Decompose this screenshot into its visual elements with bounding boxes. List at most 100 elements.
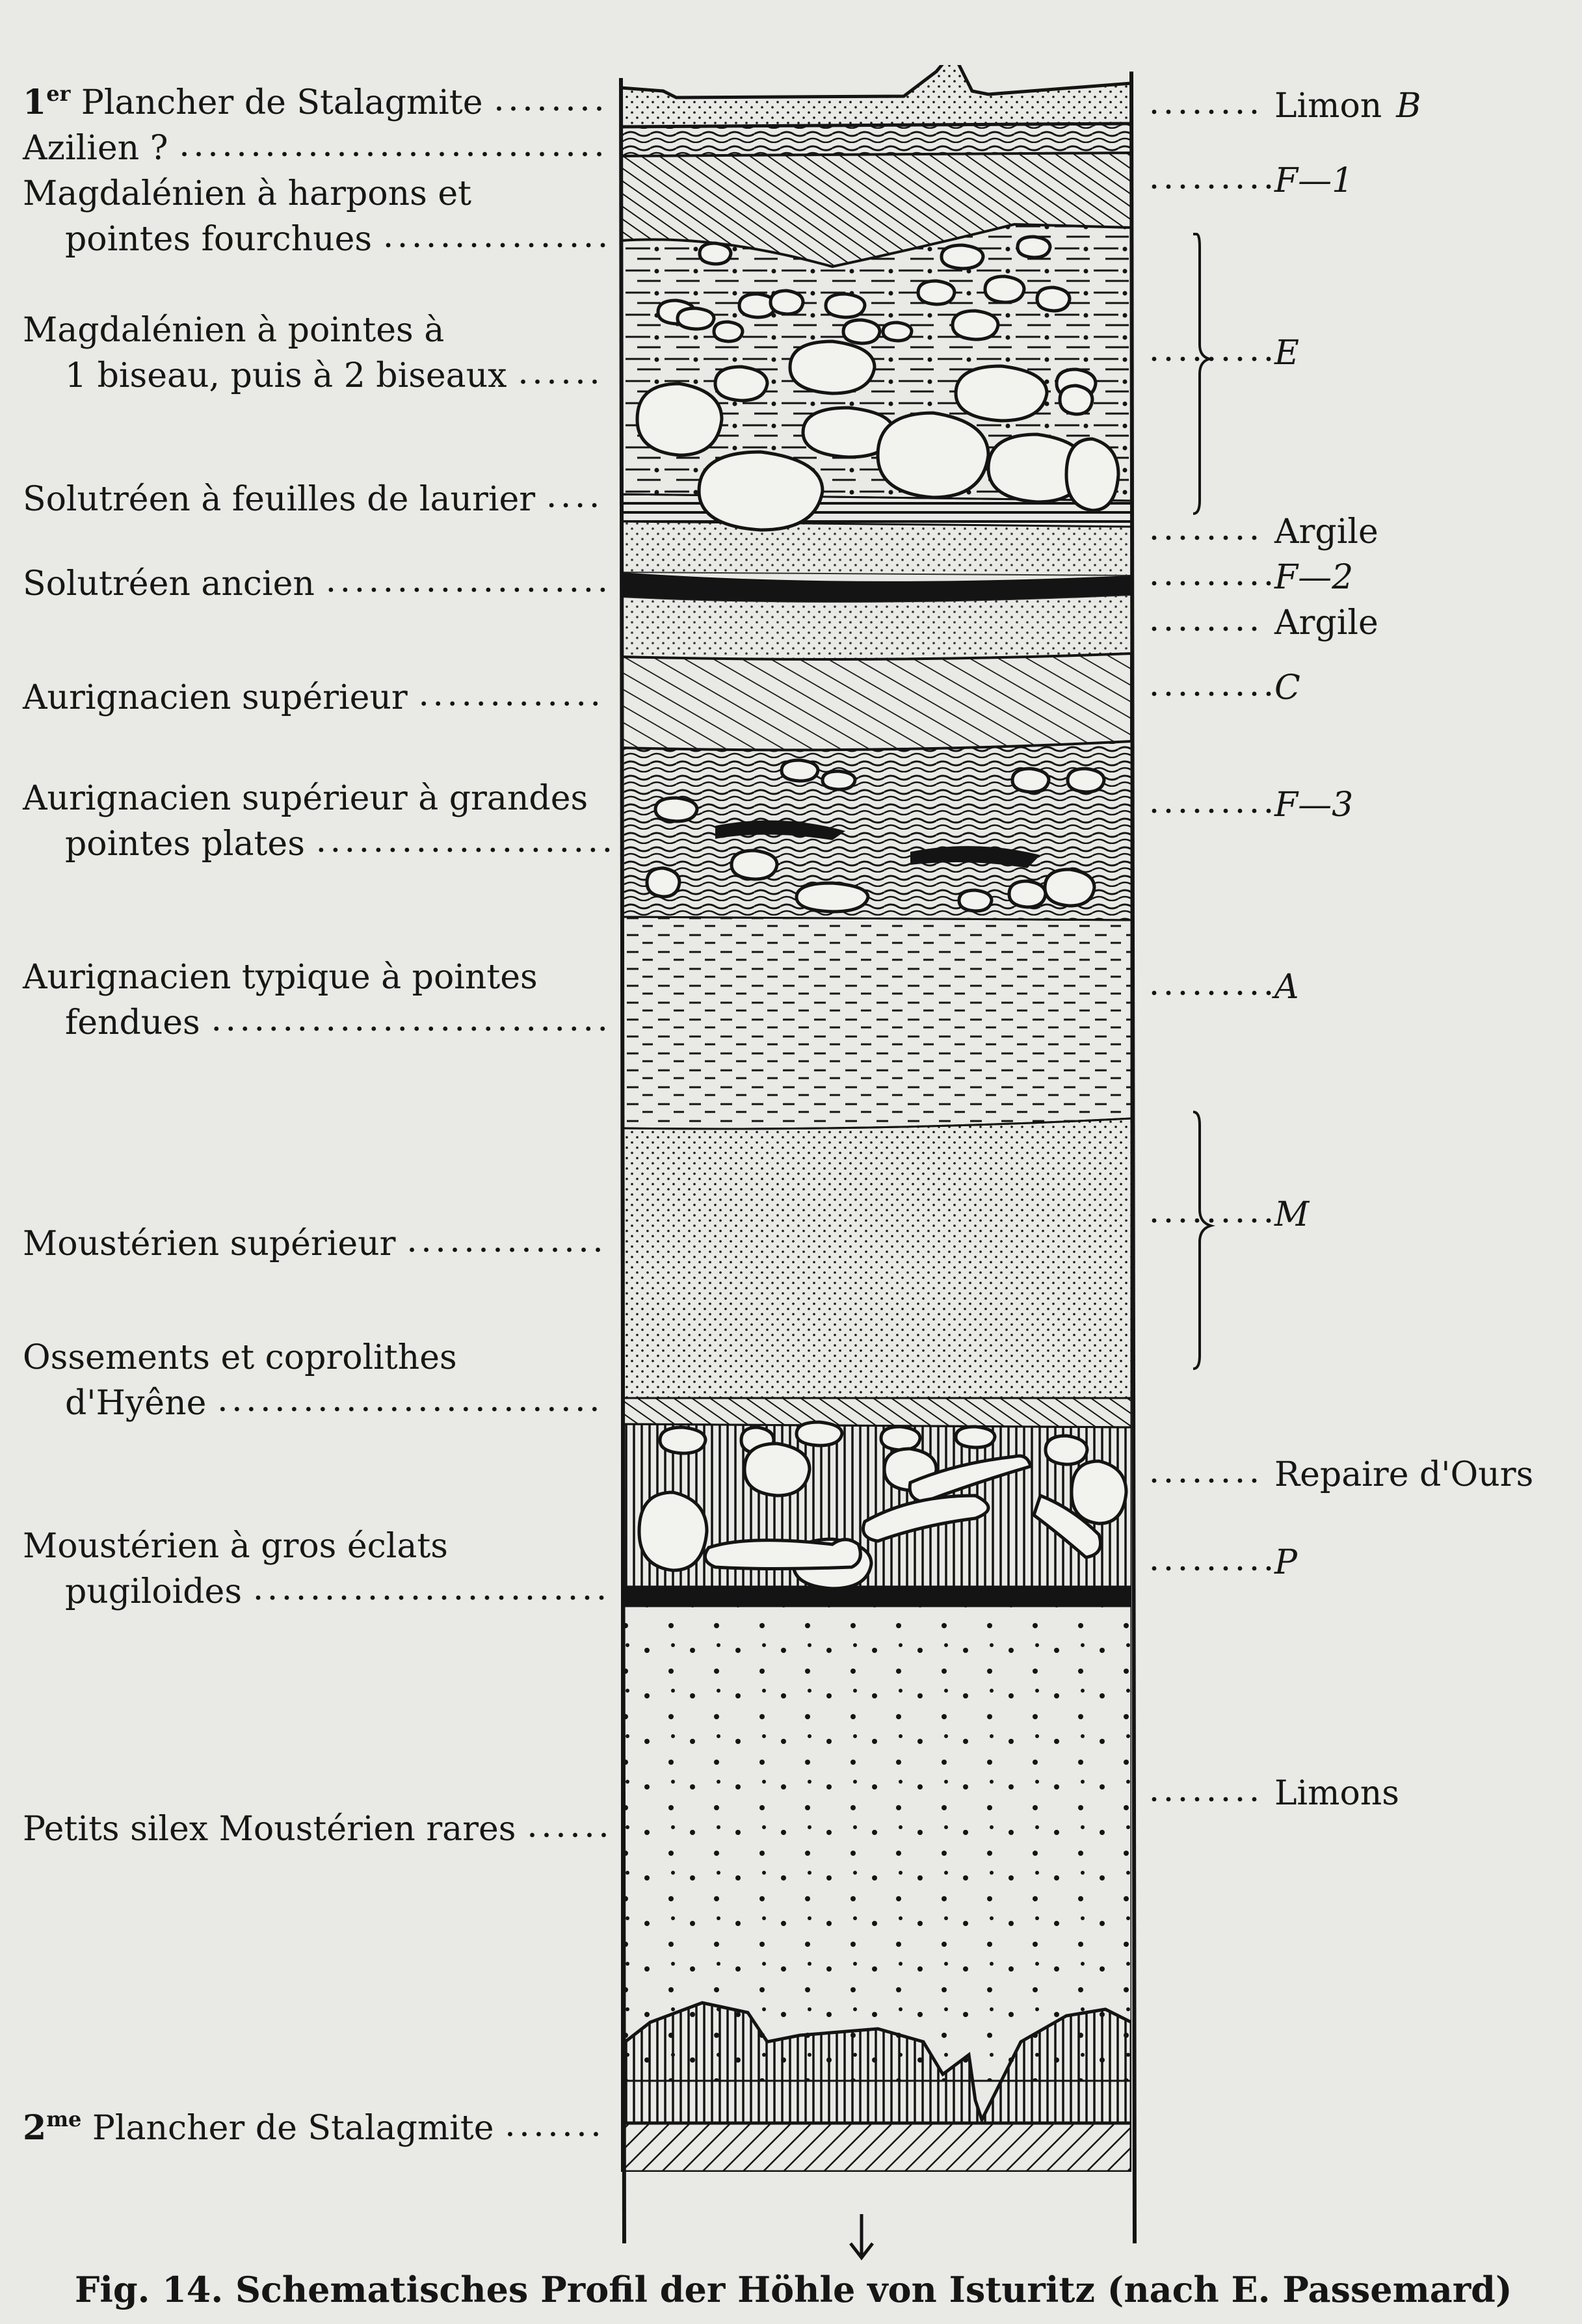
left-label-line: 1 biseau, puis à 2 biseaux <box>65 356 507 395</box>
layer-lower-blocks <box>621 2001 1131 2125</box>
rock <box>645 866 681 899</box>
rock <box>635 382 724 457</box>
left-label: Aurignacien supérieur <box>22 678 408 717</box>
rock <box>983 274 1026 304</box>
right-label: C <box>1274 668 1300 707</box>
right-leader-dots <box>1152 1797 1257 1802</box>
right-leader-dots <box>1152 1478 1257 1483</box>
left-leader-dots <box>521 379 597 384</box>
leader-dots <box>182 106 1271 2137</box>
rock <box>841 318 882 345</box>
rock <box>876 411 990 499</box>
rock <box>769 289 805 316</box>
rock <box>1010 767 1051 794</box>
right-label: F—3 <box>1274 786 1353 825</box>
right-label: F—2 <box>1274 558 1353 597</box>
strata-column <box>621 65 1131 2172</box>
right-leader-dots <box>1152 356 1271 362</box>
left-label: Moustérien à gros éclats pugiloides <box>23 1527 448 1611</box>
layer-argile-upper <box>621 520 1131 577</box>
rock <box>954 1425 997 1449</box>
rock-inclusions <box>635 235 1128 1591</box>
f3-dark-lens <box>910 846 1040 868</box>
layer-limons <box>621 1605 1131 2082</box>
left-leader-dots <box>220 1406 597 1412</box>
right-label: Argile <box>1274 512 1378 551</box>
column-right-wall <box>1129 71 1137 2244</box>
right-label: F—1 <box>1274 161 1353 200</box>
layer-c <box>621 652 1131 752</box>
column-left-wall <box>619 77 626 2244</box>
left-label: 1er Plancher de Stalagmite <box>23 81 482 122</box>
layer-m <box>621 1117 1131 1399</box>
right-label: E <box>1274 334 1299 373</box>
left-label-line: Magdalénien à harpons et <box>23 174 471 213</box>
rock <box>916 279 956 306</box>
rock <box>940 243 985 271</box>
rock <box>712 320 745 343</box>
left-label-line: Magdalénien à pointes à <box>23 311 444 350</box>
left-label: Magdalénien à harpons et pointes fourchue… <box>23 174 471 259</box>
rock <box>676 306 716 331</box>
right-label: Repaire d'Ours <box>1274 1455 1533 1494</box>
layer-bottom-stalagmite <box>621 2121 1131 2172</box>
left-label-line: d'Hyêne <box>65 1384 206 1423</box>
left-label-line: Solutréen ancien <box>23 564 315 603</box>
left-label-line: pugiloides <box>65 1572 242 1611</box>
rock <box>698 241 733 266</box>
rock <box>879 1425 922 1452</box>
right-leader-dots <box>1152 1566 1271 1571</box>
f3-dark-lens <box>715 820 845 840</box>
left-label-line: Azilien ? <box>22 129 168 168</box>
layer-bear-den-top <box>621 1397 1131 1429</box>
left-label-line: Aurignacien typique à pointes <box>22 958 538 997</box>
layer-b-limon <box>621 122 1131 157</box>
rock <box>1007 879 1048 909</box>
right-label: Limons <box>1274 1774 1399 1813</box>
right-label: P <box>1274 1543 1298 1582</box>
rock <box>730 849 779 881</box>
left-leader-dots <box>319 847 610 852</box>
left-label-line: pointes fourchues <box>65 220 372 259</box>
brace-m <box>1193 1111 1216 1370</box>
left-leader-dots <box>421 701 598 706</box>
left-leader-dots <box>386 243 605 248</box>
left-leader-dots <box>182 152 601 157</box>
right-label: M <box>1274 1195 1310 1234</box>
left-label-line: Solutréen à feuilles de laurier <box>23 480 535 519</box>
bone <box>862 1494 990 1543</box>
left-label: 2me Plancher de Stalagmite <box>23 2107 494 2148</box>
left-label-line: fendues <box>65 1003 200 1042</box>
rock <box>951 309 1000 341</box>
rock <box>1070 1459 1128 1525</box>
rock <box>957 888 994 913</box>
rock <box>1043 867 1096 908</box>
down-arrow-icon <box>849 2214 874 2261</box>
left-label: Magdalénien à pointes à 1 biseau, puis à … <box>23 311 507 395</box>
rock <box>881 321 914 343</box>
rock <box>1064 437 1120 512</box>
left-label: Moustérien supérieur <box>23 1224 396 1263</box>
right-leader-dots <box>1152 808 1271 813</box>
rock <box>1016 235 1052 259</box>
left-label-line: Petits silex Moustérien rares <box>23 1810 516 1849</box>
rock <box>658 1425 707 1455</box>
layer-p <box>621 1587 1131 1606</box>
left-leader-dots <box>508 2132 598 2137</box>
left-label-line: Aurignacien supérieur <box>22 678 408 717</box>
left-label-line: Moustérien à gros éclats <box>23 1527 448 1566</box>
rock <box>743 1442 811 1498</box>
left-label-line: Ossements et coprolithes <box>23 1338 457 1377</box>
rock <box>653 796 699 823</box>
bone <box>703 1538 862 1570</box>
left-leader-dots <box>497 106 601 111</box>
rock <box>795 1420 844 1447</box>
rock <box>1035 285 1072 313</box>
rock <box>954 364 1049 423</box>
rock <box>824 292 867 319</box>
